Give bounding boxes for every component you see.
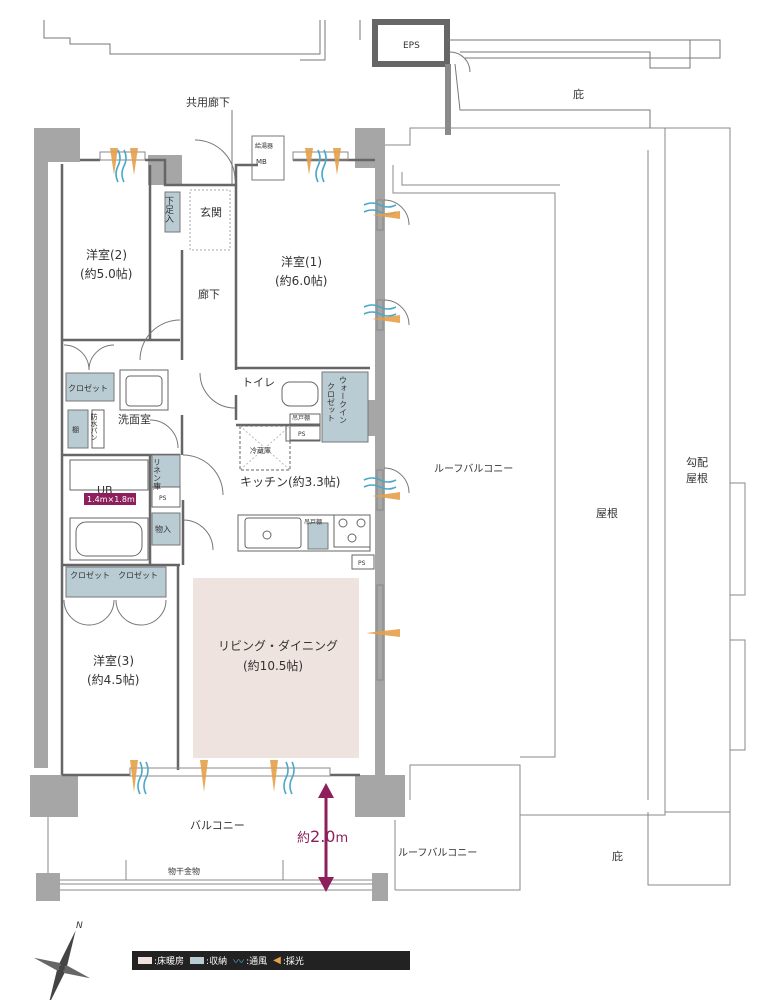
legend-wind: 〰:通風 (233, 954, 268, 968)
daylight-markers (110, 148, 400, 792)
ub-size-badge: 1.4m×1.8m (84, 493, 136, 505)
label-ps-wc: PS (298, 431, 306, 438)
label-hanging-shelf-k: 吊戸棚 (304, 518, 322, 526)
compass-north: N (76, 921, 83, 931)
bedroom1-size: (約6.0帖) (275, 273, 327, 288)
roof-outline (385, 127, 746, 891)
label-toilet: トイレ (242, 376, 275, 389)
heated-swatch (138, 957, 152, 964)
label-walkin-2: クロゼット (327, 382, 336, 422)
label-hanging-shelf-wc: 吊戸棚 (292, 414, 310, 422)
bedroom2-name: 洋室(2) (86, 247, 127, 262)
label-slope-roof-2: 屋根 (686, 471, 708, 485)
label-eaves-top: 庇 (573, 87, 584, 101)
svg-text:約2.0m: 約2.0m (297, 827, 348, 846)
floor-heating-area (193, 578, 359, 758)
bedroom2-size: (約5.0帖) (80, 266, 132, 281)
bedroom1-name: 洋室(1) (281, 254, 322, 269)
ub-size-text: 1.4m×1.8m (87, 495, 135, 504)
label-roof-balcony-right: ルーフバルコニー (434, 463, 513, 475)
label-mb: MB (256, 158, 267, 166)
label-washer-pan: 防水パン (90, 412, 98, 441)
label-roof-balcony-bottom: ルーフバルコニー (398, 847, 477, 859)
label-balcony: バルコニー (190, 819, 245, 832)
label-eaves-bottom: 庇 (612, 849, 623, 863)
wind-icon: 〰 (233, 954, 245, 968)
depth-label: 約2.0m (297, 827, 348, 846)
bedroom3-name: 洋室(3) (93, 653, 134, 668)
label-closet3a: クロゼット (70, 570, 110, 580)
label-entrance: 玄関 (200, 205, 222, 219)
balcony-depth-arrow (318, 783, 334, 892)
label-kitchen: キッチン(約3.3帖) (240, 474, 340, 489)
label-common-corridor: 共用廊下 (186, 95, 230, 109)
label-fridge: 冷蔵庫 (250, 446, 271, 455)
label-shoe-storage: 下足入 (163, 196, 174, 223)
bedroom3-size: (約4.5帖) (87, 672, 139, 687)
legend-light: ◀:採光 (273, 955, 304, 967)
light-icon: ◀ (273, 955, 281, 966)
label-storage-room: 物入 (155, 524, 171, 534)
label-closet3b: クロゼット (118, 570, 158, 580)
living-name: リビング・ダイニング (218, 638, 338, 653)
storage-swatch (190, 957, 205, 964)
label-ps-k: PS (358, 560, 366, 567)
label-clothes-hanger: 物干金物 (168, 866, 200, 876)
label-washroom: 洗面室 (118, 412, 151, 426)
storage-areas (65, 191, 369, 598)
label-slope-roof-1: 勾配 (686, 456, 708, 469)
legend-storage: :収納 (190, 954, 227, 967)
doors (63, 51, 471, 626)
label-water-heater: 給湯器 (255, 142, 273, 150)
living-size: (約10.5帖) (243, 658, 303, 673)
label-walkin-1: ウォークイン (339, 376, 348, 424)
label-ps-ub: PS (159, 495, 167, 502)
label-hall: 廊下 (198, 287, 220, 301)
legend-heated: :床暖房 (138, 954, 184, 967)
label-eps: EPS (403, 41, 420, 51)
label-linen: リネン庫 (153, 458, 162, 491)
label-shelf: 棚 (72, 425, 79, 434)
legend: :床暖房 :収納 〰:通風 ◀:採光 (132, 951, 410, 970)
label-roof: 屋根 (596, 506, 618, 520)
room-labels: EPS 共用廊下 庇 給湯器 MB 下足入 玄関 廊下 洋室(1) (約6.0帖… (68, 41, 708, 931)
common-corridor-structure (43, 19, 721, 135)
compass-rose (33, 930, 91, 1000)
label-closet1: クロゼット (68, 383, 108, 393)
exterior-walls (30, 128, 405, 901)
fixtures (69, 135, 375, 570)
